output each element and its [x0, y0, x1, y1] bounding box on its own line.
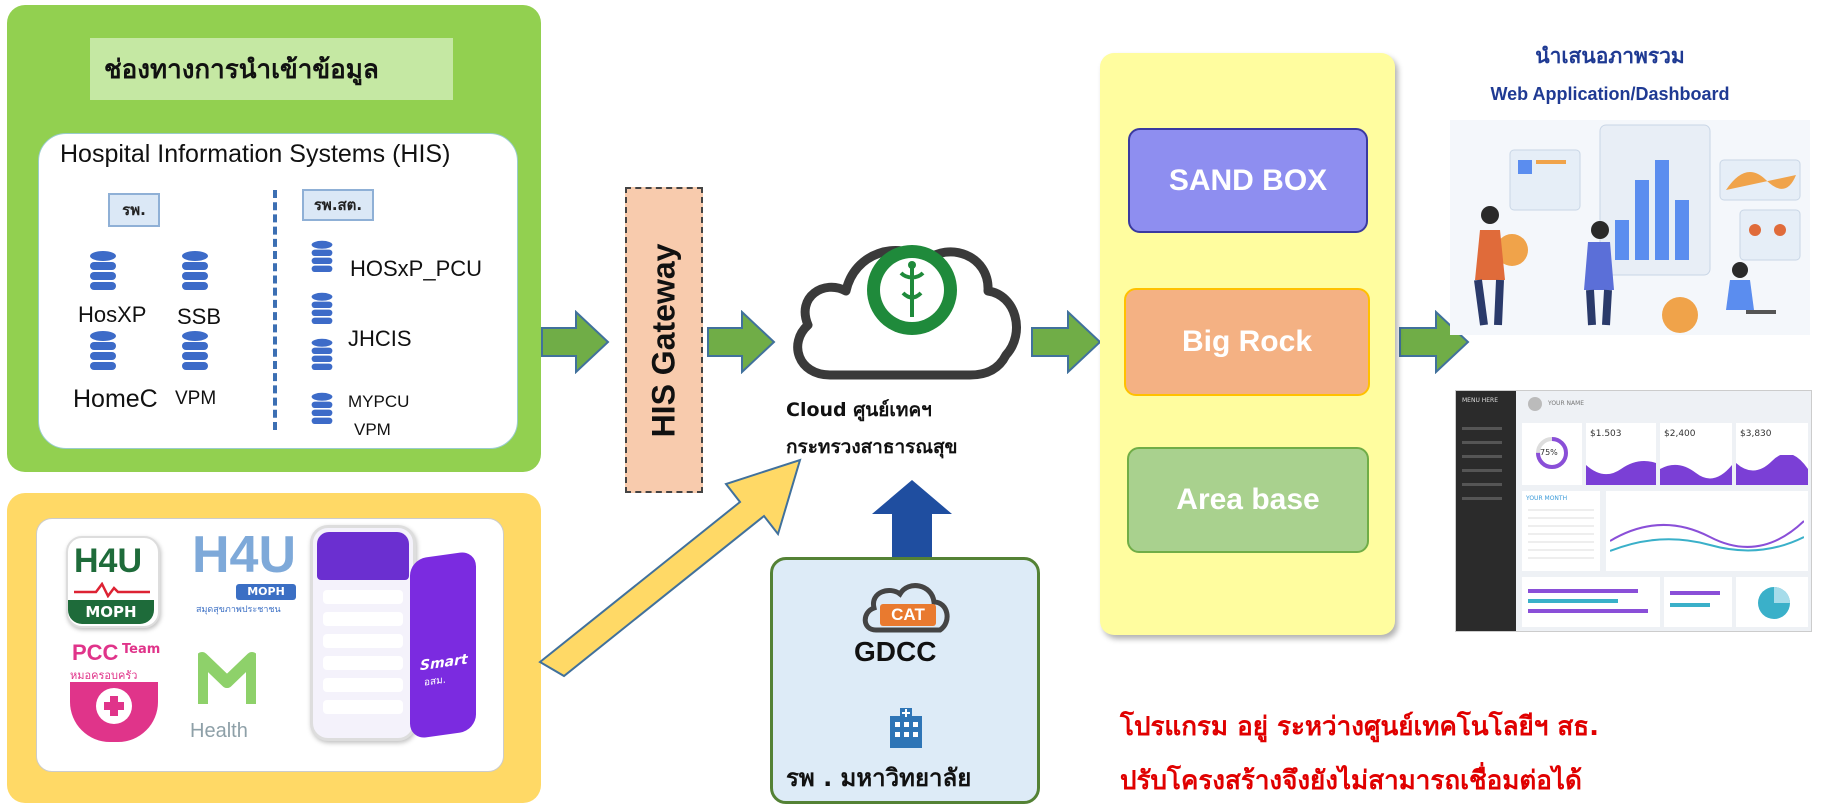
cat-logo-label: CAT [880, 604, 936, 626]
intake-title: ช่องทางการนำเข้าข้อมูล [90, 38, 453, 100]
his-title: Hospital Information Systems (HIS) [60, 140, 451, 168]
database-icon [311, 292, 333, 324]
gauge-value: 75% [1540, 448, 1558, 457]
arrow-right-icon [541, 310, 610, 374]
system-mypcu: MYPCU [348, 392, 410, 411]
dashboard-menu-label: MENU HERE [1462, 397, 1499, 404]
provider-box [770, 557, 1040, 804]
pcc-sub: หมอครอบครัว [70, 669, 138, 682]
database-icon [182, 331, 208, 370]
hospital-tag: รพ. [108, 193, 160, 227]
system-homec: HomeC [73, 385, 158, 413]
h4u-label: H4U [74, 542, 143, 580]
his-gateway-label: HIS Gateway [645, 243, 682, 437]
arrow-diagonal-icon [538, 458, 802, 678]
gdcc-label: GDCC [854, 636, 937, 667]
system-hosxp-pcu: HOSxP_PCU [350, 256, 483, 281]
system-ssb: SSB [177, 304, 222, 329]
clinic-tag: รพ.สต. [302, 189, 374, 221]
medical-cross-icon [104, 696, 124, 716]
h4u-label-2: H4U [192, 526, 297, 584]
status-note-line2: ปรับโครงสร้างจึงยังไม่สามารถเชื่อมต่อได้ [1120, 766, 1582, 796]
gauge-icon [1536, 437, 1568, 469]
cloud-label-line2: กระทรวงสาธารณสุข [786, 436, 958, 458]
health-label: Health [190, 720, 248, 742]
system-hosxp: HosXP [78, 302, 147, 327]
arrow-right-icon [1031, 310, 1102, 374]
arrow-right-icon [707, 310, 776, 374]
overview-subtitle: Web Application/Dashboard [1490, 84, 1730, 104]
status-note: โปรแกรม อยู่ ระหว่างศูนย์เทคโนโลยีฯ สธ. … [1120, 700, 1599, 808]
stat-value: $3,830 [1740, 429, 1772, 439]
database-icon [90, 331, 116, 370]
database-icon [182, 251, 208, 290]
system-vpm: VPM [175, 388, 217, 409]
moph-label-2: MOPH [236, 584, 296, 600]
pie-chart-icon [1758, 587, 1790, 619]
database-icon [311, 240, 333, 272]
dashboard-preview: MENU HERE YOUR NAME 75% $1.503 $2,400 $3… [1455, 390, 1812, 632]
system-jhcis: JHCIS [348, 326, 412, 351]
pcc-label: PCC [72, 640, 119, 665]
heartbeat-icon [74, 582, 150, 598]
university-hospital-label: รพ . มหาวิทยาลัย [786, 764, 972, 792]
h4u-app-icon: H4U MOPH [66, 536, 160, 628]
arrow-up-icon [872, 480, 952, 560]
his-gateway: HIS Gateway [625, 187, 703, 493]
hospital-building-icon [890, 708, 922, 748]
h4u-public-app-icon: H4U MOPH สมุดสุขภาพประชาชน [192, 528, 302, 618]
system-vpm-pcu: VPM [354, 420, 391, 439]
smart-label: Smart [420, 651, 468, 675]
moph-label: MOPH [68, 600, 154, 624]
pcc-team-label: Team [122, 642, 161, 657]
line-chart-icon [1610, 520, 1804, 552]
sparkline-icon [1736, 455, 1808, 485]
his-box [38, 133, 518, 449]
overview-title: นำเสนอภาพรวม [1535, 44, 1685, 68]
areabase-layer: Area base [1127, 447, 1369, 553]
sandbox-layer: SAND BOX [1128, 128, 1368, 233]
h4u-public-sub: สมุดสุขภาพประชาชน [196, 605, 281, 615]
analytics-illustration [1450, 120, 1810, 335]
database-icon [311, 338, 333, 370]
stat-value: $2,400 [1664, 429, 1696, 439]
pcc-app-icon: PCC Team หมอครอบครัว [66, 638, 160, 742]
status-note-line1: โปรแกรม อยู่ ระหว่างศูนย์เทคโนโลยีฯ สธ. [1120, 712, 1600, 742]
sparkline-icon [1586, 461, 1656, 485]
cloud-label-line1: Cloud ศูนย์เทคฯ [786, 399, 932, 421]
phone-mockup-back: Smart อสม. [410, 550, 476, 740]
database-icon [311, 392, 333, 424]
divider [273, 190, 277, 430]
dashboard-sidebar: MENU HERE [1456, 391, 1516, 631]
smart-sub: อสม. [424, 674, 446, 689]
calendar-month: YOUR MONTH [1526, 495, 1568, 502]
stat-value: $1.503 [1590, 429, 1622, 439]
dashboard-avatar [1528, 397, 1542, 411]
dashboard-user: YOUR NAME [1548, 400, 1585, 407]
m-health-app-icon: Health [190, 650, 270, 755]
moph-seal-icon [867, 245, 957, 335]
bigrock-layer: Big Rock [1124, 288, 1370, 396]
cat-cloud-icon [862, 583, 950, 633]
m-logo-icon [198, 652, 256, 704]
database-icon [90, 251, 116, 290]
phone-mockup-front [310, 525, 416, 741]
sparkline-icon [1660, 464, 1732, 485]
